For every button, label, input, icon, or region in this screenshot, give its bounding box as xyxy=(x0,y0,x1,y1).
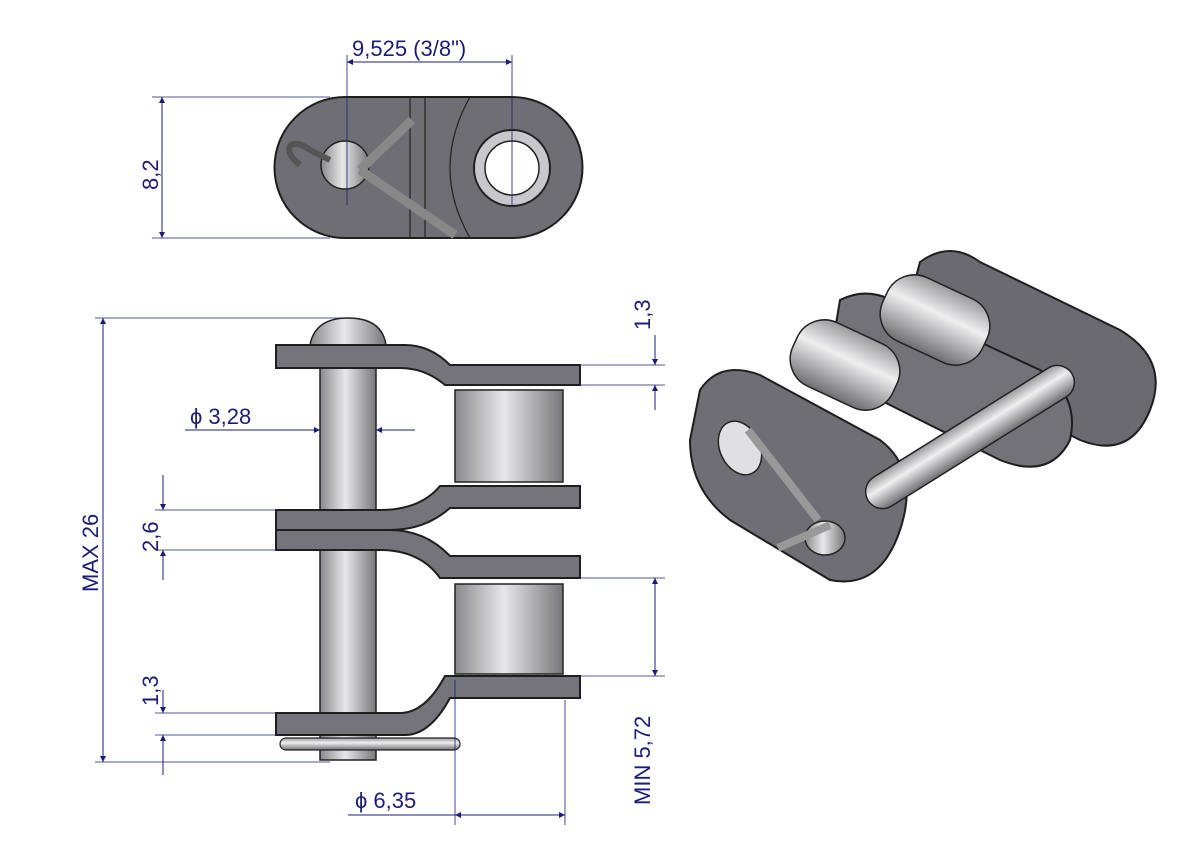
dimension-plate-thickness-bottom: 1,3 xyxy=(138,675,280,775)
middle-gap-label: 2,6 xyxy=(138,521,163,552)
dimension-plate-thickness-top: 1,3 xyxy=(580,299,665,410)
plate-thickness-bottom-label: 1,3 xyxy=(138,675,163,706)
isometric-view xyxy=(688,250,1157,583)
dimension-max-length: MAX 26 xyxy=(78,317,340,763)
plate-height-label: 8,2 xyxy=(138,159,163,190)
roller-bottom xyxy=(454,583,564,675)
roller-iso-1 xyxy=(879,274,991,366)
roller-iso-2 xyxy=(789,319,901,411)
spring-clip-side xyxy=(279,737,461,751)
front-plate xyxy=(688,369,908,583)
outer-plate-bottom xyxy=(275,675,581,736)
dimension-middle-gap: 2,6 xyxy=(138,475,280,580)
max-length-label: MAX 26 xyxy=(78,514,103,592)
roller-diameter-label: ϕ 6,35 xyxy=(355,788,416,813)
pin-iso xyxy=(864,364,1076,510)
dimension-roller-diameter: ϕ 6,35 xyxy=(348,680,566,825)
dimension-inner-width: MIN 5,72 xyxy=(580,577,665,805)
pitch-label: 9,525 (3/8") xyxy=(352,36,466,61)
top-view xyxy=(273,96,584,239)
middle-plate-1 xyxy=(275,485,581,531)
dimension-plate-height: 8,2 xyxy=(138,96,330,239)
pin-diameter-label: ϕ 3,28 xyxy=(190,404,251,429)
inner-width-label: MIN 5,72 xyxy=(630,716,655,805)
roller-top xyxy=(454,389,564,483)
side-view xyxy=(275,317,581,761)
spring-clip xyxy=(286,140,332,168)
plate-thickness-top-label: 1,3 xyxy=(630,299,655,330)
dimension-pin-diameter: ϕ 3,28 xyxy=(185,404,415,433)
dimension-pitch: 9,525 (3/8") xyxy=(346,36,513,205)
